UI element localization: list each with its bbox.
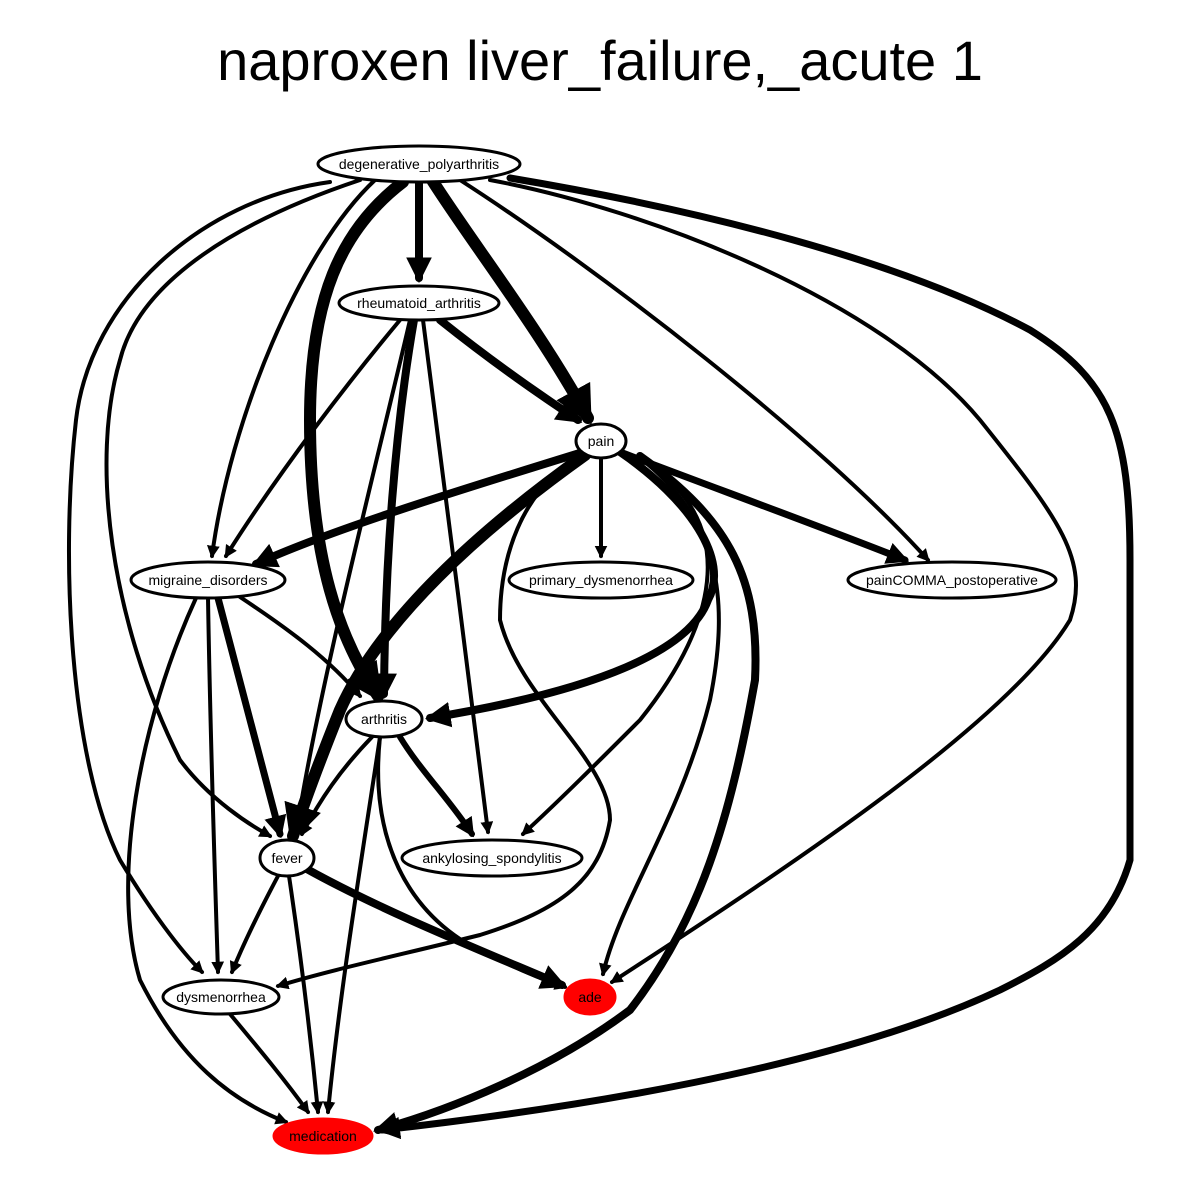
node-label-pain: pain xyxy=(588,433,614,449)
node-migraine_disorders: migraine_disorders xyxy=(129,560,287,600)
node-shape-ankylosing_spondylitis xyxy=(400,838,584,878)
node-label-rheumatoid_arthritis: rheumatoid_arthritis xyxy=(357,295,481,311)
edge-fever-to-medication xyxy=(287,874,324,1115)
node-shape-ade xyxy=(563,978,617,1016)
node-primary_dysmenorrhea: primary_dysmenorrhea xyxy=(507,560,695,600)
node-shape-medication xyxy=(272,1117,374,1155)
edge-degenerative_polyarthritis-to-pain xyxy=(426,174,594,425)
edge-arthritis-to-ankylosing_spondylitis xyxy=(397,734,475,838)
edge-degenerative_polyarthritis-to-fever xyxy=(104,178,362,838)
edge-pain-to-arthritis xyxy=(424,448,719,728)
edge-pain-to-medication xyxy=(373,452,760,1137)
node-arthritis: arthritis xyxy=(344,699,424,739)
edge-degenerative_polyarthritis-to-dysmenorrhea xyxy=(66,180,332,974)
edge-rheumatoid_arthritis-to-fever xyxy=(291,318,412,837)
edge-migraine_disorders-to-fever xyxy=(214,594,287,839)
node-label-fever: fever xyxy=(271,850,302,866)
node-label-ankylosing_spondylitis: ankylosing_spondylitis xyxy=(422,850,561,866)
node-rheumatoid_arthritis: rheumatoid_arthritis xyxy=(337,284,501,322)
edge-degenerative_polyarthritis-to-ade xyxy=(488,178,1078,984)
edge-rheumatoid_arthritis-to-ankylosing_spondylitis xyxy=(421,318,494,835)
edge-migraine_disorders-to-arthritis xyxy=(238,595,362,698)
node-label-migraine_disorders: migraine_disorders xyxy=(148,572,267,588)
node-shape-primary_dysmenorrhea xyxy=(507,560,695,600)
edge-dysmenorrhea-to-medication xyxy=(228,1012,310,1115)
node-ankylosing_spondylitis: ankylosing_spondylitis xyxy=(400,838,584,878)
node-label-arthritis: arthritis xyxy=(361,711,407,727)
node-dysmenorrhea: dysmenorrhea xyxy=(161,978,281,1016)
node-label-painCOMMA_postoperative: painCOMMA_postoperative xyxy=(866,572,1038,588)
edge-degenerative_polyarthritis-to-painCOMMA_postoperative xyxy=(458,178,930,562)
edges-layer xyxy=(66,174,1134,1140)
edge-pain-to-dysmenorrhea xyxy=(275,456,613,990)
nodes-layer: degenerative_polyarthritis rheumatoid_art… xyxy=(129,144,1058,1155)
edge-migraine_disorders-to-dysmenorrhea xyxy=(206,596,225,975)
edge-pain-to-fever xyxy=(284,449,591,844)
node-shape-rheumatoid_arthritis xyxy=(337,284,501,322)
node-painCOMMA_postoperative: painCOMMA_postoperative xyxy=(846,560,1058,600)
edge-degenerative_polyarthritis-to-medication xyxy=(377,174,1134,1140)
graph-title: naproxen liver_failure,_acute 1 xyxy=(217,29,983,92)
node-label-ade: ade xyxy=(578,989,602,1005)
node-ade: ade xyxy=(563,978,617,1016)
node-degenerative_polyarthritis: degenerative_polyarthritis xyxy=(316,144,522,184)
node-shape-painCOMMA_postoperative xyxy=(846,560,1058,600)
node-shape-migraine_disorders xyxy=(129,560,287,600)
edge-fever-to-dysmenorrhea xyxy=(229,874,280,975)
node-label-dysmenorrhea: dysmenorrhea xyxy=(176,989,266,1005)
node-label-primary_dysmenorrhea: primary_dysmenorrhea xyxy=(529,572,673,588)
edge-pain-to-ade xyxy=(599,456,721,977)
node-shape-fever xyxy=(258,838,316,878)
node-label-degenerative_polyarthritis: degenerative_polyarthritis xyxy=(339,156,499,172)
node-label-medication: medication xyxy=(289,1128,357,1144)
edge-rheumatoid_arthritis-to-migraine_disorders xyxy=(224,318,402,559)
node-shape-pain xyxy=(574,422,628,460)
edge-arthritis-to-fever xyxy=(300,735,374,837)
node-shape-degenerative_polyarthritis xyxy=(316,144,522,184)
edge-rheumatoid_arthritis-to-pain xyxy=(436,316,583,424)
edge-migraine_disorders-to-medication xyxy=(126,596,289,1125)
edge-degenerative_polyarthritis-to-migraine_disorders xyxy=(207,178,377,559)
edge-degenerative_polyarthritis-to-arthritis xyxy=(303,176,409,703)
edge-arthritis-to-medication xyxy=(322,735,382,1115)
node-shape-arthritis xyxy=(344,699,424,739)
edge-pain-to-ankylosing_spondylitis xyxy=(521,456,710,836)
edge-pain-to-migraine_disorders xyxy=(251,448,587,568)
node-fever: fever xyxy=(258,838,316,878)
node-shape-dysmenorrhea xyxy=(161,978,281,1016)
edge-fever-to-ade xyxy=(301,864,567,989)
node-pain: pain xyxy=(574,422,628,460)
node-medication: medication xyxy=(272,1117,374,1155)
